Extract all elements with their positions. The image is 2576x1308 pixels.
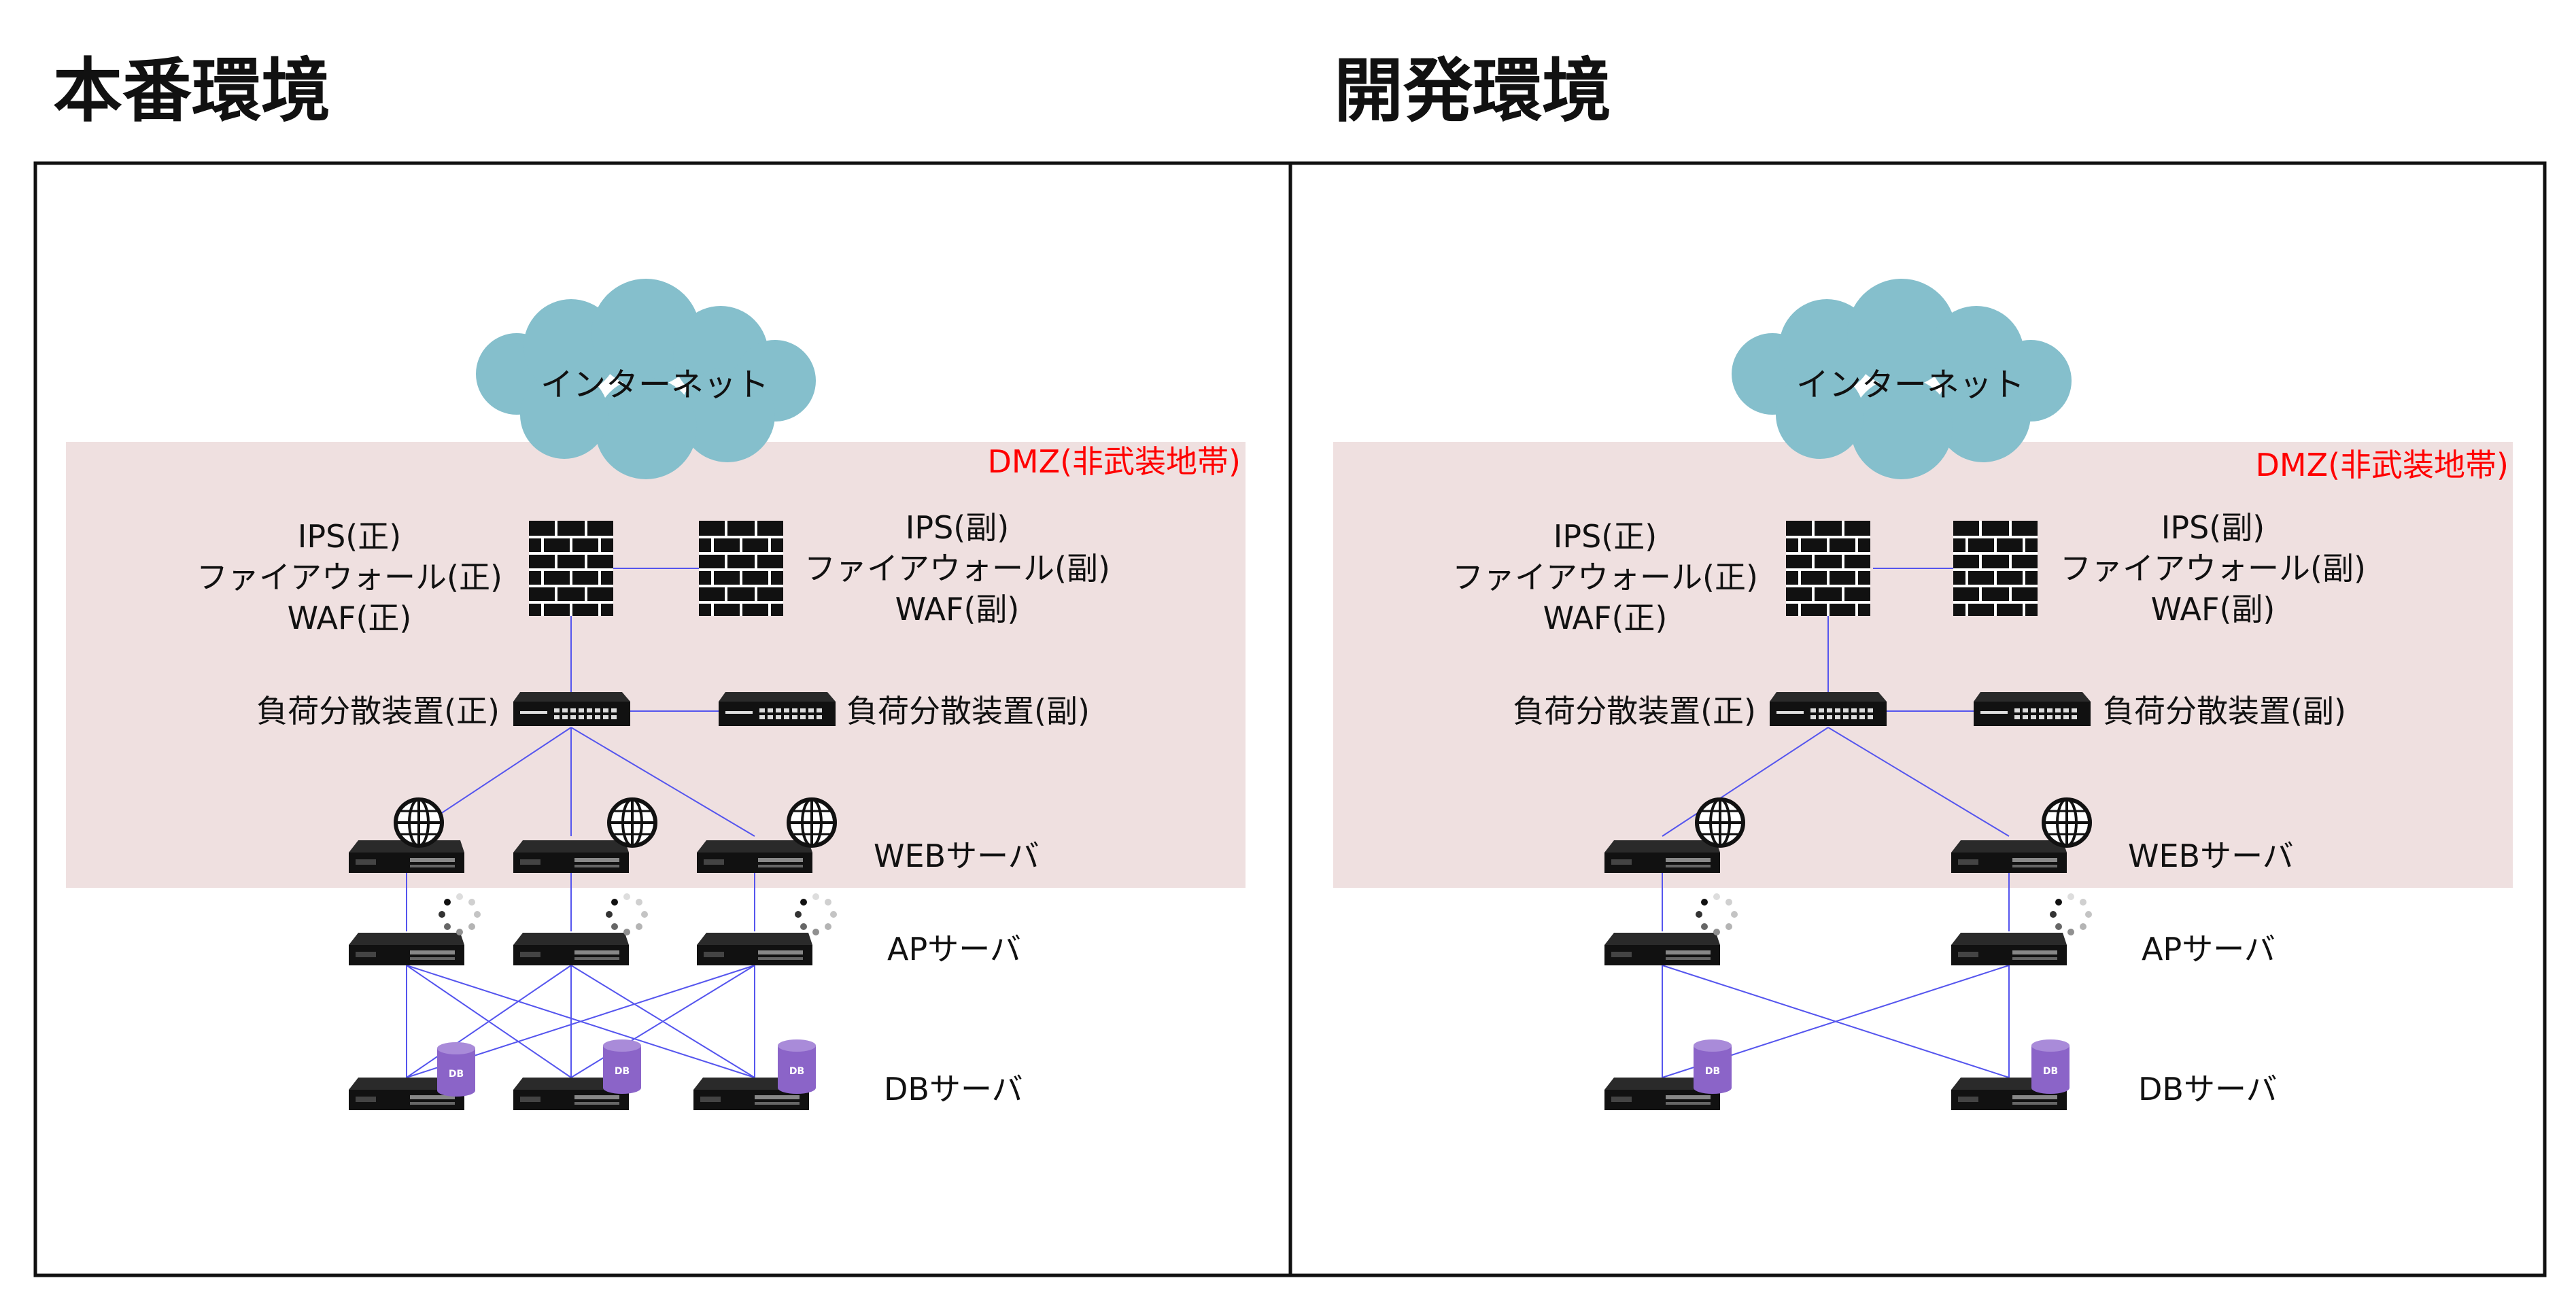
production-web-label: WEBサーバ	[874, 838, 1040, 874]
svg-text:DB: DB	[615, 1066, 630, 1077]
production-db-label: DBサーバ	[884, 1071, 1023, 1107]
development-firewall-primary-icon	[1785, 519, 1872, 617]
database-icon: DB	[437, 1042, 475, 1097]
production-dmz-label: DMZ(非武装地帯)	[987, 443, 1241, 480]
production-lb-primary-label: 負荷分散装置(正)	[256, 693, 500, 729]
production-fw-primary-line2: ファイアウォール(正)	[196, 559, 502, 596]
development-web-server-1	[1604, 840, 1720, 873]
development-db-label: DBサーバ	[2138, 1071, 2278, 1107]
globe-icon	[609, 799, 655, 846]
database-icon: DB	[778, 1039, 816, 1094]
development-ap-server-2	[1951, 933, 2067, 965]
development-fw-primary-line2: ファイアウォール(正)	[1452, 559, 1758, 596]
production-links	[406, 568, 755, 1078]
database-icon: DB	[603, 1039, 641, 1094]
globe-icon	[396, 799, 442, 846]
development-lb-secondary-label: 負荷分散装置(副)	[2103, 693, 2346, 729]
production-web-server-2	[513, 840, 629, 873]
production-fw-primary-line1: IPS(正)	[298, 518, 401, 555]
development-fw-secondary-line3: WAF(副)	[2151, 591, 2276, 627]
production-ap-server-3	[697, 933, 812, 965]
svg-text:DB: DB	[789, 1066, 804, 1077]
development-cloud-label: インターネット	[1796, 366, 2025, 404]
production-cloud-label: インターネット	[540, 366, 769, 404]
production-fw-secondary-line1: IPS(副)	[906, 509, 1009, 546]
production-title: 本番環境	[53, 51, 330, 132]
svg-text:DB: DB	[2043, 1066, 2058, 1077]
svg-text:DB: DB	[449, 1069, 464, 1080]
production-ap-label: APサーバ	[887, 931, 1021, 967]
development-fw-secondary-line1: IPS(副)	[2161, 509, 2265, 546]
development-fw-primary-line1: IPS(正)	[1553, 518, 1657, 555]
production-firewall-secondary-icon	[698, 519, 785, 617]
production-firewall-primary-icon	[528, 519, 615, 617]
development-dmz-label: DMZ(非武装地帯)	[2255, 447, 2509, 483]
globe-icon	[1697, 799, 1743, 846]
svg-text:DB: DB	[1705, 1066, 1720, 1077]
database-icon: DB	[2031, 1039, 2070, 1094]
globe-icon	[2044, 799, 2090, 846]
production-ap-server-1	[349, 933, 464, 965]
production-lb-secondary-icon	[719, 692, 836, 726]
development-ap-server-1	[1604, 933, 1720, 965]
development-firewall-secondary-icon	[1952, 519, 2039, 617]
production-lb-primary-icon	[513, 692, 630, 726]
development-lb-secondary-icon	[1974, 692, 2091, 726]
production-lb-secondary-label: 負荷分散装置(副)	[846, 693, 1090, 729]
production-ap-server-2	[513, 933, 629, 965]
development-dmz-zone	[1333, 442, 2513, 888]
loading-spinner-icon	[606, 893, 648, 935]
development-lb-primary-label: 負荷分散装置(正)	[1513, 693, 1756, 729]
production-web-server-1	[349, 840, 464, 873]
development-title: 開発環境	[1334, 51, 1611, 132]
development-web-label: WEBサーバ	[2128, 838, 2294, 874]
development-fw-primary-line3: WAF(正)	[1543, 600, 1668, 636]
production-fw-secondary-line2: ファイアウォール(副)	[804, 550, 1110, 587]
development-fw-secondary-line2: ファイアウォール(副)	[2060, 550, 2366, 587]
production-fw-secondary-line3: WAF(副)	[895, 591, 1020, 627]
loading-spinner-icon	[2050, 893, 2092, 935]
development-frame	[1288, 161, 2547, 1277]
production-fw-primary-line3: WAF(正)	[288, 600, 412, 636]
globe-icon	[789, 799, 835, 846]
development-ap-label: APサーバ	[2142, 931, 2276, 967]
loading-spinner-icon	[439, 893, 481, 935]
database-icon: DB	[1694, 1039, 1732, 1094]
production-web-server-3	[697, 840, 812, 873]
development-lb-primary-icon	[1770, 692, 1887, 726]
loading-spinner-icon	[795, 893, 837, 935]
loading-spinner-icon	[1696, 893, 1738, 935]
development-web-server-2	[1951, 840, 2067, 873]
